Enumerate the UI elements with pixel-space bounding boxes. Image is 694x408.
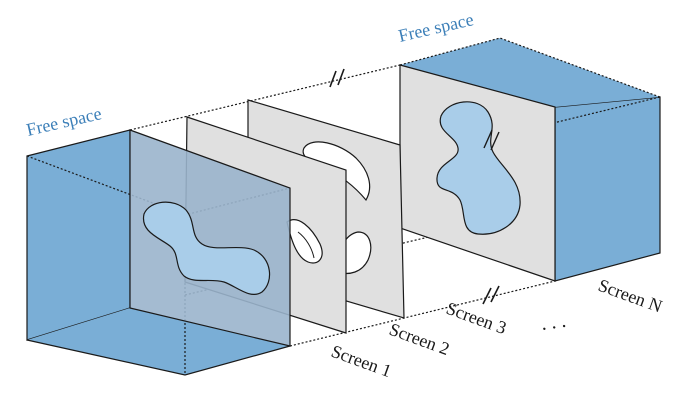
ellipsis: . . . — [540, 310, 568, 335]
screen-1 — [129, 129, 291, 347]
frame-bottom-edge — [289, 280, 556, 347]
left-box-bottom-edge — [26, 339, 291, 376]
screen-2-label: Screen 2 — [387, 319, 453, 359]
screen-n-break-1 — [483, 129, 493, 149]
right-box-side-face — [554, 96, 661, 282]
free-space-left-label: Free space — [24, 103, 103, 140]
screen-1-blob — [142, 201, 271, 295]
top-break-mark-1 — [329, 70, 337, 88]
top-break-mark-2 — [337, 68, 345, 86]
screen-n-label: Screen N — [596, 275, 665, 317]
screen-1-label: Screen 1 — [329, 341, 395, 381]
screen-2-hole-rim — [297, 231, 315, 259]
screen-n-blob — [436, 101, 521, 235]
right-box-back-face — [400, 38, 660, 107]
right-free-space-box — [399, 37, 661, 282]
screen-2-hole — [286, 219, 323, 264]
left-free-space-box — [26, 129, 291, 376]
break-marks — [329, 68, 500, 305]
bottom-break-mark-1 — [482, 287, 492, 305]
screen-n — [399, 64, 556, 282]
left-box-bottom-face — [27, 308, 290, 375]
right-box-top-edge — [399, 37, 661, 98]
free-space-right-label: Free space — [396, 9, 475, 46]
screen-3-label: Screen 3 — [444, 298, 510, 338]
bottom-break-mark-2 — [490, 285, 500, 303]
screen-n-break-2 — [490, 131, 500, 151]
